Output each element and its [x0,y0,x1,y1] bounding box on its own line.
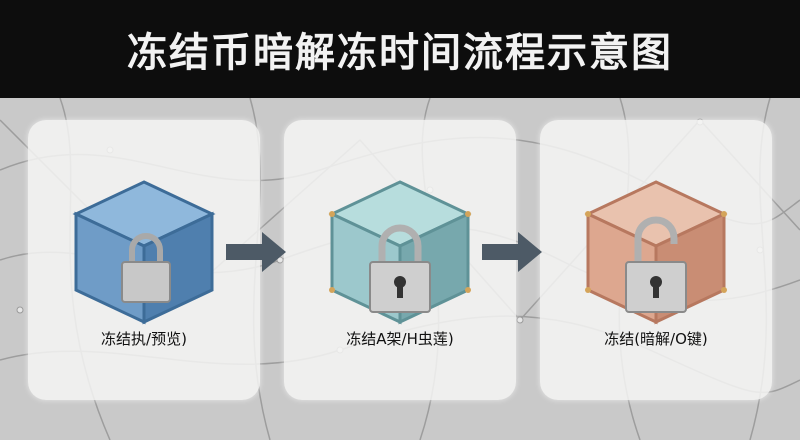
lock-closed-icon [369,224,431,313]
page-title: 冻结币暗解冻时间流程示意图 [127,30,673,76]
arrow-right-icon [226,232,286,272]
lock-closed-icon [121,233,171,303]
step-card-1: 冻结执/预览) [28,120,260,400]
teal-cube-icon [328,180,472,325]
blue-cube-icon [72,180,216,325]
step-card-3: 冻结(暗解/O键) [540,120,772,400]
orange-cube-icon [584,180,728,325]
step-label-3: 冻结(暗解/O键) [604,330,708,348]
arrow-right-icon [482,232,542,272]
step-label-1: 冻结执/预览) [101,330,187,348]
step-card-2: 冻结A架/H虫莲) [284,120,516,400]
title-bar: 冻结币暗解冻时间流程示意图 [0,0,800,98]
step-label-2: 冻结A架/H虫莲) [346,330,454,348]
lock-open-icon [625,216,687,313]
